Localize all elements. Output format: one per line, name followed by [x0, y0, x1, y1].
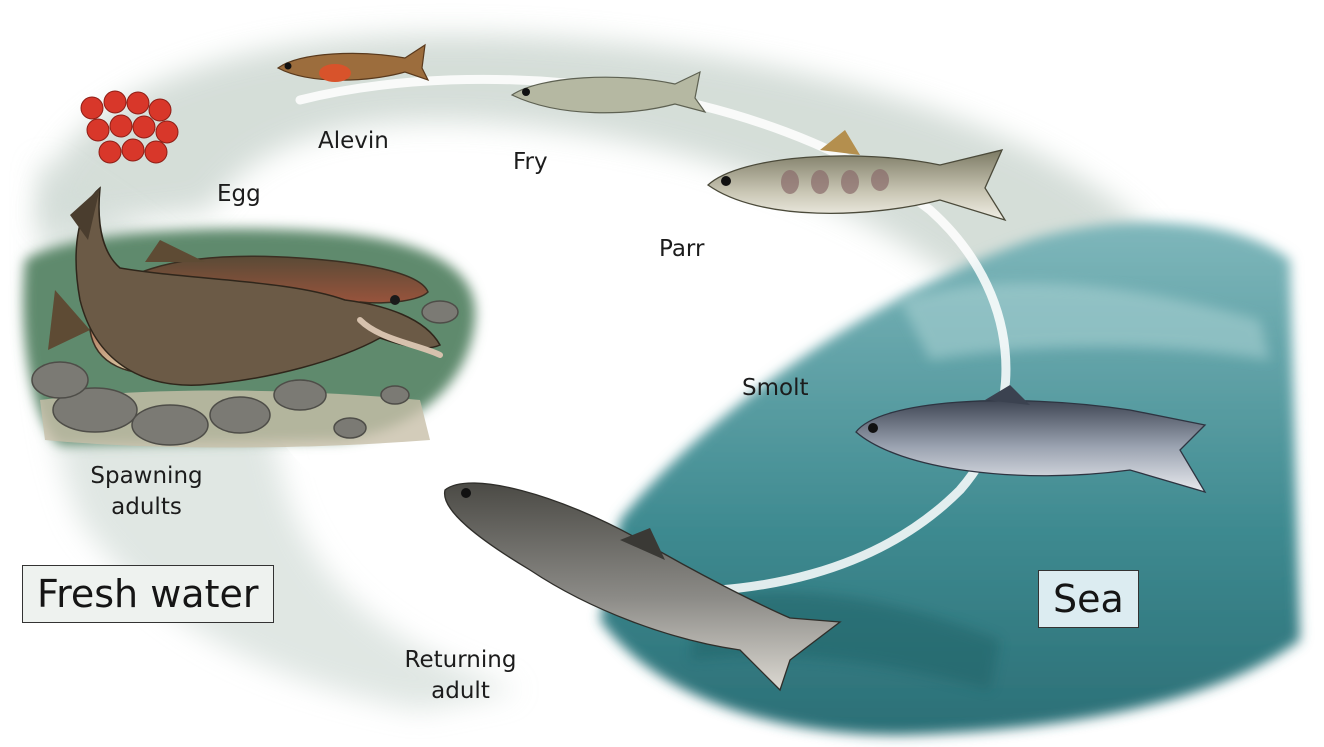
label-spawning-adults-line1: Spawning	[84, 461, 209, 492]
label-spawning-adults-line2: adults	[84, 492, 209, 523]
label-spawning-adults: Spawning adults	[84, 461, 209, 523]
label-egg: Egg	[217, 179, 261, 210]
label-alevin: Alevin	[318, 126, 389, 157]
label-returning-adult-line2: adult	[398, 676, 523, 707]
fresh-water-label-box: Fresh water	[22, 565, 274, 623]
label-returning-adult: Returning adult	[398, 645, 523, 707]
label-smolt: Smolt	[742, 373, 808, 404]
label-returning-adult-line1: Returning	[398, 645, 523, 676]
sea-label-box: Sea	[1038, 570, 1139, 628]
label-fry: Fry	[513, 147, 548, 178]
label-parr: Parr	[659, 234, 704, 265]
